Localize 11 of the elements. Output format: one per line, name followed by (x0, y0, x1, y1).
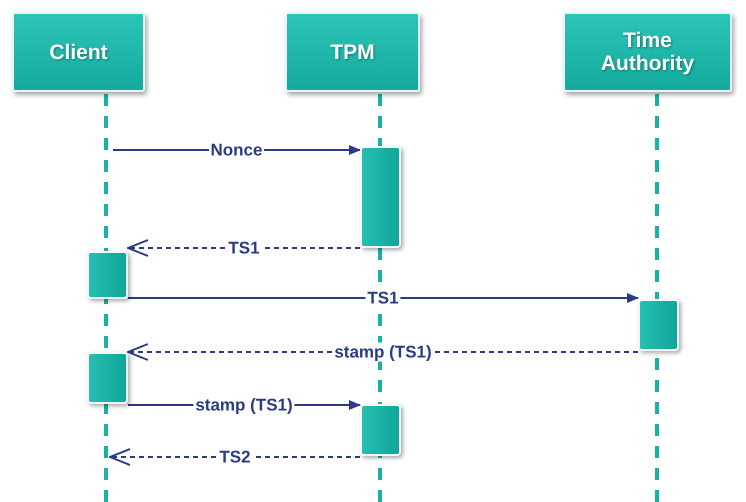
activation-bar (638, 299, 679, 351)
edge-label: stamp (TS1) (332, 342, 434, 362)
activation-bar (87, 251, 128, 299)
edge-label: stamp (TS1) (193, 396, 295, 414)
activation-bar (360, 146, 401, 248)
participant-box: TPM (285, 12, 420, 92)
arrow (128, 293, 639, 303)
activation-bar (87, 352, 128, 404)
activation-bar (360, 404, 401, 456)
participant-box: Client (12, 12, 145, 92)
participant-box: Time Authority (563, 12, 732, 92)
